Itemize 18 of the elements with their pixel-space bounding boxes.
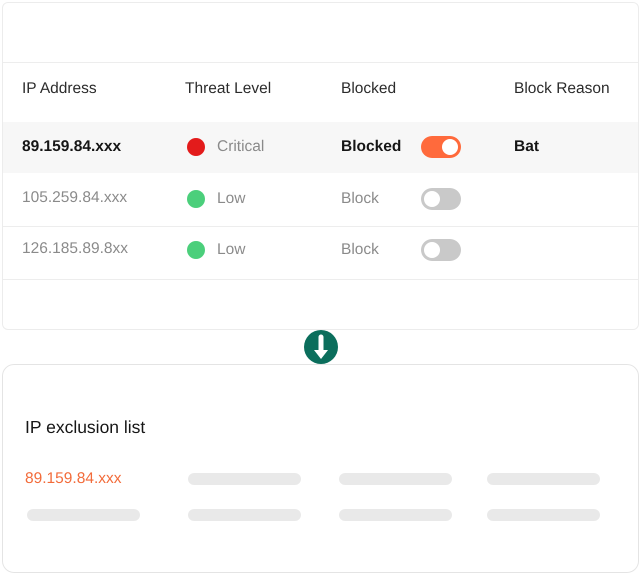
list-title: IP exclusion list [25,417,146,437]
ip-address: 105.259.84.xxx [22,188,128,208]
block-status: Blocked [341,137,402,157]
threat-level: Critical [217,137,264,157]
exclusion-list-panel [2,364,639,573]
block-status: Block [341,189,379,209]
column-header: Block Reason [514,79,610,99]
table-panel [2,2,639,330]
column-header: IP Address [22,79,97,99]
ip-address: 126.185.89.8xx [22,239,128,259]
column-header: Threat Level [185,79,272,99]
ip-address: 89.159.84.xxx [22,137,122,157]
threat-level: Low [217,240,246,260]
ip-address: 89.159.84.xxx [25,469,122,489]
block-reason: Bat [514,137,539,157]
threat-level: Low [217,189,246,209]
column-header: Blocked [341,79,396,99]
block-status: Block [341,240,379,260]
